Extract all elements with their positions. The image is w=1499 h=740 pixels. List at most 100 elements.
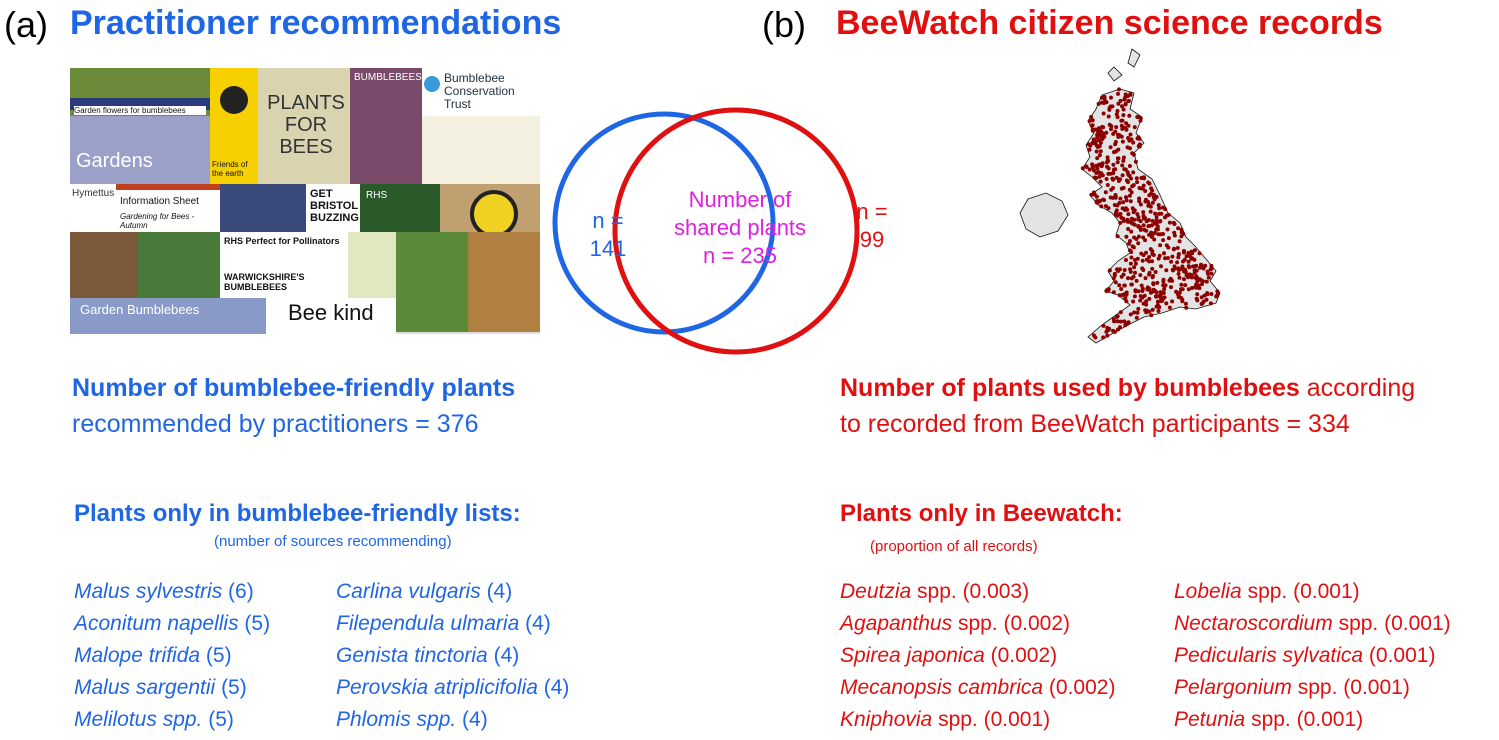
record-dot xyxy=(1157,211,1161,216)
collage-tile-rhs: RHS xyxy=(360,184,440,232)
record-dot xyxy=(1136,224,1141,229)
record-dot xyxy=(1161,277,1166,282)
record-dot xyxy=(1182,269,1186,274)
list-item: Pelargonium spp. (0.001) xyxy=(1174,676,1410,699)
record-dot xyxy=(1126,227,1131,231)
record-dot xyxy=(1113,167,1118,172)
record-dot xyxy=(1131,152,1136,157)
record-dot xyxy=(1148,192,1153,196)
record-dot xyxy=(1138,273,1143,278)
record-dot xyxy=(1118,319,1123,324)
record-dot xyxy=(1116,132,1120,137)
record-dot xyxy=(1186,264,1191,269)
record-dot xyxy=(1147,259,1152,264)
record-dot xyxy=(1107,122,1112,127)
record-dot xyxy=(1186,287,1191,292)
record-dot xyxy=(1113,193,1118,197)
record-dot xyxy=(1165,227,1170,232)
record-dot xyxy=(1140,258,1145,263)
record-dot xyxy=(1156,203,1161,208)
record-dot xyxy=(1132,310,1137,315)
record-dot xyxy=(1132,265,1137,270)
list-item: Phlomis spp. (4) xyxy=(336,708,488,731)
record-dot xyxy=(1156,294,1161,299)
record-dot xyxy=(1102,94,1107,99)
record-dot xyxy=(1148,209,1153,214)
record-dot xyxy=(1128,269,1133,274)
record-dot xyxy=(1129,255,1134,260)
record-dot xyxy=(1101,111,1106,116)
record-dot xyxy=(1101,197,1106,202)
record-dot xyxy=(1132,208,1137,213)
record-dot xyxy=(1179,227,1184,232)
record-dot xyxy=(1161,238,1166,243)
record-dot xyxy=(1156,309,1161,313)
panel-a-list-col1: Malus sylvestris (6) Aconitum napellis (… xyxy=(74,576,270,736)
list-item: Carlina vulgaris (4) xyxy=(336,580,513,603)
record-dot xyxy=(1124,206,1128,211)
record-dot xyxy=(1138,118,1143,123)
record-dot xyxy=(1091,137,1096,142)
record-dot xyxy=(1151,282,1156,287)
record-dot xyxy=(1141,210,1146,215)
record-dot xyxy=(1131,183,1136,188)
record-dot xyxy=(1176,226,1181,231)
record-dot xyxy=(1137,136,1142,141)
record-dot xyxy=(1124,198,1129,203)
record-dot xyxy=(1123,101,1128,106)
record-dot xyxy=(1196,283,1201,288)
record-dot xyxy=(1113,280,1118,285)
record-dot xyxy=(1138,219,1143,224)
record-dot xyxy=(1129,137,1134,142)
collage-tile-plants-for-bees: PLANTS FOR BEES xyxy=(258,68,350,184)
record-dot xyxy=(1133,270,1137,275)
record-dot xyxy=(1125,219,1130,224)
record-dot xyxy=(1111,177,1116,182)
collage-tile-bumblebees-leaflet xyxy=(468,232,540,332)
record-dot xyxy=(1186,250,1191,255)
record-dot xyxy=(1163,256,1167,261)
record-dot xyxy=(1169,277,1173,282)
collage-tile-leaflet xyxy=(422,116,540,184)
record-dot xyxy=(1192,257,1197,262)
record-dot xyxy=(1170,267,1175,272)
list-item: Deutzia spp. (0.003) xyxy=(840,580,1030,603)
record-dot xyxy=(1164,301,1169,306)
record-dot xyxy=(1127,173,1132,178)
record-dot xyxy=(1095,156,1100,161)
record-dot xyxy=(1131,140,1136,145)
record-dot xyxy=(1136,234,1141,239)
record-dot xyxy=(1131,274,1136,279)
record-dot xyxy=(1144,302,1149,307)
record-dot xyxy=(1176,266,1181,271)
venn-shared-count: Number of shared plants n = 235 xyxy=(673,187,807,268)
uk-map-outline xyxy=(1019,48,1221,344)
record-dot xyxy=(1176,252,1181,256)
record-dot xyxy=(1150,200,1155,205)
record-dot xyxy=(1106,114,1111,119)
record-dot xyxy=(1158,243,1163,248)
record-dot xyxy=(1162,251,1166,256)
record-dot xyxy=(1100,124,1105,129)
record-dot xyxy=(1099,134,1104,139)
record-dot xyxy=(1171,220,1176,225)
record-dot xyxy=(1130,221,1135,226)
record-dot xyxy=(1147,255,1152,259)
record-dot xyxy=(1097,153,1102,158)
record-dot xyxy=(1153,211,1158,216)
record-dot xyxy=(1181,231,1186,236)
record-dot xyxy=(1128,312,1133,317)
record-dot xyxy=(1175,260,1180,265)
record-dot xyxy=(1094,149,1099,154)
record-dot xyxy=(1127,187,1132,192)
panel-b-list-col1: Deutzia spp. (0.003) Agapanthus spp. (0.… xyxy=(840,576,1115,736)
record-dot xyxy=(1103,190,1108,195)
record-dot xyxy=(1115,267,1119,272)
record-dot xyxy=(1084,165,1089,169)
record-dot xyxy=(1113,140,1118,144)
record-dot xyxy=(1131,299,1136,304)
venn-left-count: n = 141 xyxy=(589,208,627,261)
record-dot xyxy=(1098,179,1103,184)
record-dot xyxy=(1117,201,1122,205)
record-dot xyxy=(1203,263,1208,268)
